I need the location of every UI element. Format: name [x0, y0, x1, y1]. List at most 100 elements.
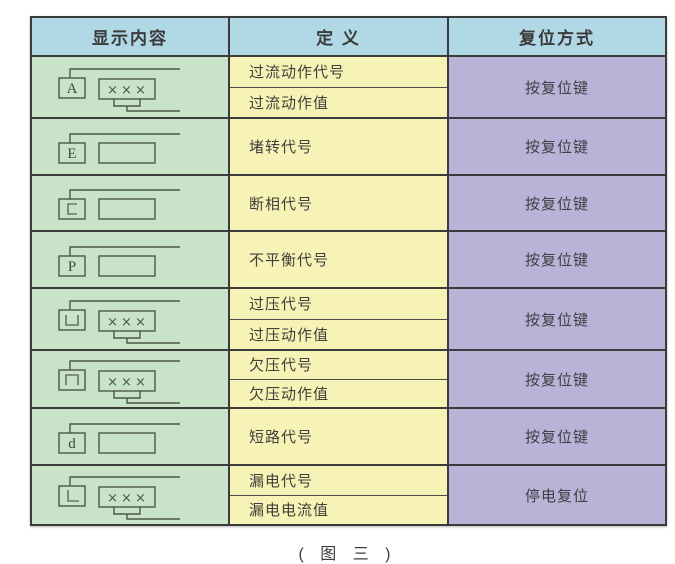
value-text: ××× [107, 491, 149, 506]
display-diagram: ××× [33, 292, 227, 346]
header-display-content: 显示内容 [30, 16, 230, 57]
reset-cell: 停电复位 [447, 464, 667, 526]
definition-cell: 过压代号 [228, 287, 449, 320]
lcd-diagram-overcurrent: A ××× [58, 68, 180, 112]
display-cell-short-circuit: d [30, 407, 230, 466]
code-letter: A [67, 81, 78, 97]
reset-cell: 按复位键 [447, 117, 667, 176]
lcd-diagram-overvoltage: ××× [58, 300, 180, 344]
code-box [58, 141, 86, 164]
bottom-connector-line [126, 106, 180, 112]
table-subrow: 过压动作值 [31, 318, 666, 351]
table-row: ××× 过压代号 按复位键 [30, 287, 667, 351]
table-subrow: 欠压动作值 [31, 378, 666, 409]
code-box [58, 254, 86, 277]
bottom-bracket [113, 331, 141, 339]
definition-cell: 漏电代号 [228, 464, 449, 496]
value-box [98, 370, 156, 392]
definition-cell: 断相代号 [228, 174, 449, 232]
table-row: E 堵转代号 按复位键 [30, 117, 667, 176]
table-row: P 不平衡代号 按复位键 [30, 230, 667, 289]
bottom-bracket [113, 391, 141, 399]
table-row: ××× 欠压代号 按复位键 [30, 349, 667, 409]
display-cell-overvoltage: ××× [30, 287, 230, 351]
lcd-diagram-stall: E [58, 132, 180, 164]
top-connector-line [69, 189, 180, 199]
definition-cell: 不平衡代号 [228, 230, 449, 289]
table-row: d 短路代号 按复位键 [30, 407, 667, 466]
definition-cell: 过流动作值 [228, 86, 449, 119]
bottom-bracket [113, 99, 141, 107]
display-cell-leakage: ××× [30, 464, 230, 526]
display-diagram: A ××× [33, 60, 227, 114]
top-connector-line [69, 132, 180, 143]
display-diagram: P [33, 242, 227, 278]
header-definition: 定 义 [228, 16, 449, 57]
code-box [58, 198, 86, 220]
code-box [58, 369, 86, 391]
top-connector-line [69, 245, 180, 256]
display-cell-overcurrent: A ××× [30, 55, 230, 119]
display-diagram [33, 185, 227, 221]
table-subrow: 过流动作值 [31, 86, 666, 119]
value-box [98, 78, 156, 100]
value-text: ××× [107, 83, 149, 98]
display-diagram: ××× [33, 468, 227, 522]
segment-open-top-box [65, 315, 79, 326]
definition-cell: 过压动作值 [228, 318, 449, 351]
reset-cell: 按复位键 [447, 287, 667, 351]
reset-cell: 按复位键 [447, 349, 667, 409]
header-reset-method: 复位方式 [447, 16, 667, 57]
display-cell-undervoltage: ××× [30, 349, 230, 409]
code-letter: E [67, 146, 76, 162]
code-box [58, 309, 86, 331]
definition-cell: 短路代号 [228, 407, 449, 466]
figure-container: 显示内容 定 义 复位方式 A ××× 过流动 [30, 16, 667, 564]
top-connector-line [69, 476, 180, 486]
bottom-bracket [113, 507, 141, 515]
value-box [98, 310, 156, 332]
display-diagram: d [33, 419, 227, 455]
value-box [98, 486, 156, 508]
lcd-diagram-leakage: ××× [58, 476, 180, 520]
definition-cell: 漏电电流值 [228, 494, 449, 526]
lcd-diagram-short-circuit: d [58, 422, 180, 454]
value-box [98, 141, 156, 164]
code-letter: d [68, 436, 76, 452]
value-box [98, 198, 156, 220]
lcd-diagram-undervoltage: ××× [58, 360, 180, 404]
header-row: 显示内容 定 义 复位方式 [30, 16, 667, 57]
code-box [58, 485, 86, 507]
reset-cell: 按复位键 [447, 230, 667, 289]
lcd-diagram-phase-failure [58, 189, 180, 220]
reset-cell: 按复位键 [447, 407, 667, 466]
top-connector-line [69, 360, 180, 370]
value-box [98, 254, 156, 277]
definition-cell: 过流动作代号 [228, 55, 449, 88]
display-diagram: ××× [33, 352, 227, 406]
table-row: 断相代号 按复位键 [30, 174, 667, 232]
definition-cell: 欠压动作值 [228, 378, 449, 409]
display-cell-unbalance: P [30, 230, 230, 289]
segment-letter-c [67, 203, 77, 215]
reset-cell: 按复位键 [447, 174, 667, 232]
bottom-connector-line [126, 398, 180, 404]
value-box [98, 431, 156, 454]
definition-cell: 堵转代号 [228, 117, 449, 176]
reset-cell: 按复位键 [447, 55, 667, 119]
bottom-connector-line [126, 338, 180, 344]
display-cell-stall: E [30, 117, 230, 176]
table-row: ××× 漏电代号 停电复位 [30, 464, 667, 526]
figure-caption: ( 图 三 ) [298, 546, 397, 563]
display-cell-phase-failure [30, 174, 230, 232]
bottom-connector-line [126, 514, 180, 520]
code-letter: P [68, 259, 76, 275]
segment-open-bottom-box [65, 374, 79, 385]
table-subrow: 漏电电流值 [31, 494, 666, 526]
top-connector-line [69, 422, 180, 433]
table-row: A ××× 过流动作代号 按复位键 [30, 55, 667, 119]
value-text: ××× [107, 375, 149, 390]
top-connector-line [69, 68, 180, 78]
code-box [58, 77, 86, 99]
display-diagram: E [33, 129, 227, 165]
